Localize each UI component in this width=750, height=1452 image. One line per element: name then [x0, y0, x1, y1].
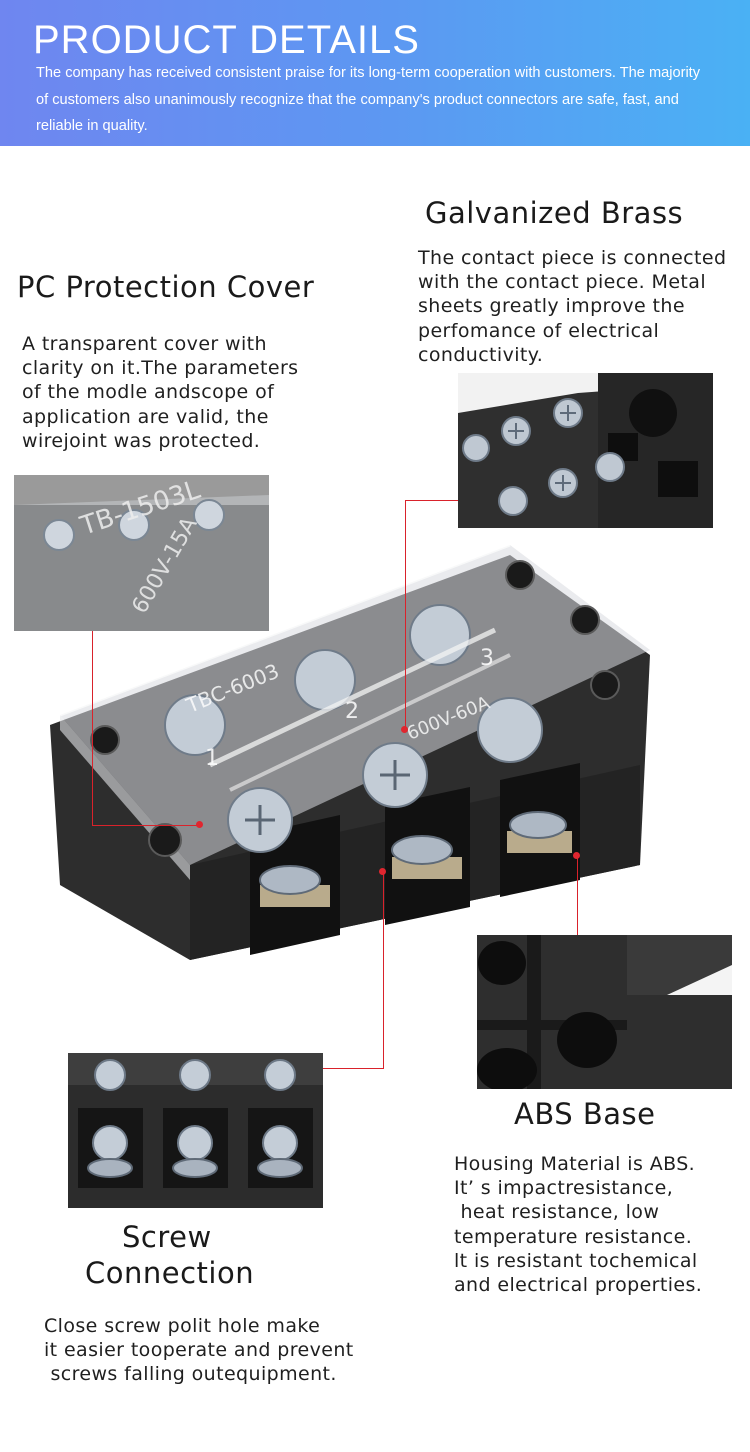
screw-connection-title-line2: Connection — [85, 1256, 255, 1290]
abs-base-title: ABS Base — [514, 1097, 656, 1131]
callout-line-screw-v — [383, 872, 384, 1068]
screw-connection-closeup-photo — [68, 1053, 323, 1208]
pc-protection-cover-title: PC Protection Cover — [17, 270, 315, 304]
pc-cover-closeup-photo: TB-1503L 600V-15A — [14, 475, 269, 631]
pc-protection-cover-text: A transparent cover with clarity on it.T… — [22, 333, 299, 452]
callout-line-cover-v — [92, 631, 93, 825]
galvanized-brass-title: Galvanized Brass — [425, 196, 684, 230]
position-2-text: 2 — [345, 699, 359, 724]
abs-base-closeup-photo — [477, 935, 732, 1089]
galvanized-brass-text: The contact piece is connected with the … — [418, 247, 727, 366]
callout-dot-abs — [573, 852, 580, 859]
callout-dot-screw — [379, 868, 386, 875]
callout-line-brass-h — [405, 500, 458, 501]
banner-description: The company has received consistent prai… — [36, 65, 701, 134]
terminal-block-photo: TBC-6003 600V-60A 1 2 3 — [40, 535, 660, 965]
callout-line-brass-v — [405, 500, 406, 730]
callout-dot-brass — [401, 726, 408, 733]
position-1-text: 1 — [205, 746, 219, 771]
callout-line-abs-v — [577, 856, 578, 935]
screw-connection-text: Close screw polit hole make it easier to… — [44, 1315, 354, 1386]
callout-line-screw-h — [323, 1068, 384, 1069]
abs-base-text: Housing Material is ABS. It’ s impactres… — [454, 1153, 703, 1297]
callout-dot-cover — [196, 821, 203, 828]
screw-connection-title-line1: Screw — [122, 1220, 212, 1254]
header-banner: PRODUCT DETAILS The company has received… — [0, 0, 750, 146]
position-3-text: 3 — [480, 646, 494, 671]
page-title: PRODUCT DETAILS — [33, 18, 420, 62]
callout-line-cover-h — [92, 825, 200, 826]
brass-closeup-photo — [458, 373, 713, 528]
